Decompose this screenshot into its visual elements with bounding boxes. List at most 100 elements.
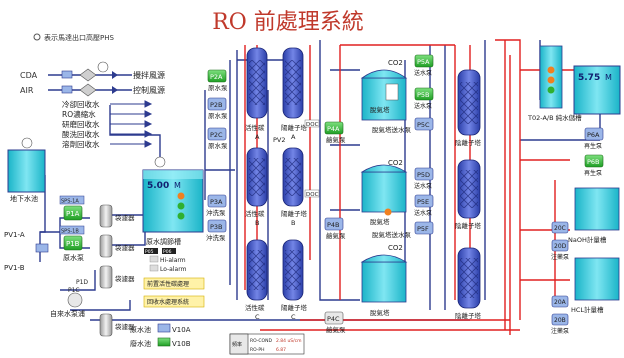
carbon-filter-b[interactable]: 活性碳 B [245,147,268,227]
degas-tower-1[interactable]: CO2 脫氣塔 [360,59,408,121]
pump-p6a[interactable]: P6A 再生泵 [584,127,604,150]
pump-p4c[interactable]: P4C 鹼氣泵 [324,311,346,334]
air-inlets: CDA AIR 攪拌風源 控制風源 [20,61,165,97]
pump-p2a-label: P2A [210,73,223,81]
pump-p2a[interactable]: P2A 原水泵 [207,69,228,92]
raw-tank-lo-alarm: Lo-alarm [160,266,187,273]
ro-meter-panel: 頻率 RO-COND 2.84 uS/cm RO-PH 6.87 [229,333,305,355]
pv1b-label: PV1-B [4,264,25,272]
pump-p5f[interactable]: P5F [414,221,434,235]
degas-tower-3[interactable]: CO2 脫氣塔 [360,244,408,317]
pump-p5b-desc: 送水泵 [414,102,432,110]
page-title: RO 前處理系統 [212,10,364,35]
valve-v10a[interactable]: V10A [157,323,191,334]
pump-p2c-label: P2C [210,131,223,139]
pump-p5b[interactable]: P5B 送水泵 [414,87,434,110]
pump-p1c[interactable]: P1C [67,287,83,308]
pump-p3a[interactable]: P3A 沖洗泵 [206,194,227,217]
pump-p2c[interactable]: P2C 原水泵 [207,127,228,150]
carbon-filter-c[interactable]: 活性碳 C [245,239,268,321]
pump-p4b-label: P4B [327,221,340,229]
sps-tags: SPS-1A SPS-1B [59,195,85,235]
dose-20c-label: 20C [554,225,566,232]
raw-water-tank[interactable]: 5.00 M 原水調節槽 [142,156,204,246]
underground-tank-label: 地下水池 [10,194,38,203]
cation-c-letter: C [291,313,296,321]
pump-p5c[interactable]: P5C [414,117,434,131]
pump-p6b[interactable]: P6B 再生泵 [584,154,604,177]
bag-filter-label: 袋濾器 [115,243,135,252]
pump-p4b[interactable]: P4B 鹼氣泵 [324,217,346,240]
pump-p5d[interactable]: P5D 送水泵 [414,167,434,190]
anion-tower-c[interactable]: 陰離子塔 [455,247,482,320]
dose-pump-20a[interactable]: 20A [551,295,569,308]
dose-pump-20c[interactable]: 20C [551,221,569,234]
return-item: 冷卻回收水 [62,99,100,109]
pump-p1c-label: P1C [68,287,80,294]
anion-c-label: 陰離子塔 [455,311,482,320]
air-to-label: 控制風源 [133,85,165,95]
anion-tower-a[interactable]: 陰離子塔 [455,69,482,147]
anion-tower-b[interactable]: 陰離子塔 [455,159,482,230]
dose-pump-20b[interactable]: 20B 注藥泵 [551,313,569,335]
pump-p4c-label: P4C [327,315,340,323]
hcl-tank[interactable]: HCL計量槽 [571,257,620,314]
bag-filter-4[interactable]: 袋濾器 [99,313,135,337]
pump-p5e[interactable]: P5E 送水泵 [414,194,434,217]
pump-p5c-label: P5C [417,121,430,129]
bag-filter-2[interactable]: 袋濾器 [99,234,135,258]
degas-tower-2[interactable]: CO2 脫氣塔 [360,159,408,226]
cation-b-label: 陽離子塔 [281,209,308,218]
raw-tank-note2: 回收水處理系統 [147,298,189,306]
pump-p5a-label: P5A [417,58,430,66]
raw-tank-tag2: P06 [163,249,172,255]
pump-p5a[interactable]: P5A 送水泵 [414,54,434,77]
pump-p4a[interactable]: P4A 鹼氣泵 [324,121,346,144]
dose-pump-20d[interactable]: 20D 注藥泵 [551,239,569,261]
ro-cond-label: RO-COND [250,338,272,344]
doc-tag: DOC [306,122,319,128]
co2-label: CO2 [388,59,403,67]
pump-p4a-label: P4A [327,125,340,133]
doc-tags: DOC DOC [304,119,320,198]
carbon-filter-a[interactable]: 活性碳 A [245,47,268,141]
dose-pump-desc: 注藥泵 [551,253,569,261]
naoh-tank[interactable]: NaOH計量槽 [568,187,620,244]
ro-ph-value: 6.87 [276,347,286,353]
pump-p1a[interactable]: P1A [63,205,83,221]
pump-p4c-desc: 鹼氣泵 [326,325,346,334]
pure-water-storage[interactable]: 5.75 M [573,65,621,115]
pump-p1b[interactable]: P1B [63,235,83,251]
co2-label: CO2 [388,159,403,167]
cation-tower-b[interactable]: 陽離子塔 B [281,147,308,227]
cation-tower-a[interactable]: 陽離子塔 A [281,47,308,141]
bag-filter-3[interactable]: 袋濾器 [99,265,135,289]
pump-p1a-label: P1A [66,210,80,218]
bag-filter-1[interactable]: 袋濾器 [99,204,135,228]
pump-p3b-label: P3B [210,223,223,231]
raw-tank-status-panel: P05 P06 Hi-alarm Lo-alarm 前置活性碳處理 回收水處理系… [143,248,205,308]
raw-water-pool-label: 原水池 [130,325,151,334]
pump-p3b[interactable]: P3B 沖洗泵 [206,219,227,242]
pump-p1b-label: P1B [66,240,80,248]
v10a-label: V10A [172,326,191,334]
degas-tower-label: 脫氣塔 [370,308,390,317]
pump-p4a-desc: 鹼氣泵 [326,135,346,144]
ro-ph-label: RO-PH [250,347,265,353]
waste-pool-label: 廢水池 [130,339,151,348]
pump-p2b[interactable]: P2B 原水泵 [207,97,228,120]
pump-p5b-label: P5B [417,91,430,99]
pump-p5d-label: P5D [417,171,430,179]
legend-note-text: 表示馬達出口高壓PHS [44,33,114,42]
hcl-tank-label: HCL計量槽 [571,305,604,314]
valve-v10b[interactable]: V10B [157,337,191,348]
raw-pump-label-left: 原水泵 [63,253,84,262]
storage-small-tanks [539,45,563,109]
dose-20d-label: 20D [554,243,567,250]
pv2-label: PV2 [273,136,286,144]
carbon-c-label: 活性碳 [245,303,265,312]
pump-p6b-label: P6B [587,158,600,166]
underground-tank[interactable]: 地下水池 [7,137,46,203]
cation-tower-c[interactable]: 陽離子塔 C [281,239,308,321]
